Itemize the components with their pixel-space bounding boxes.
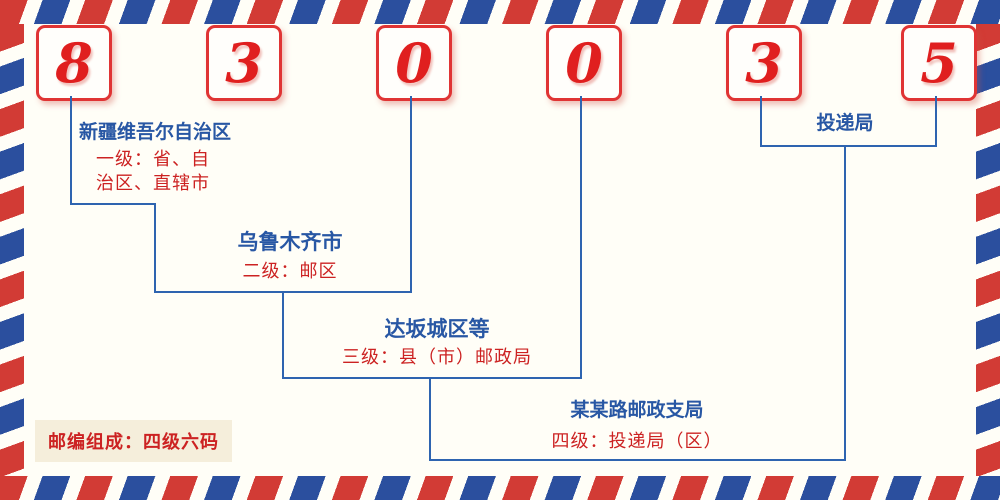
connector-line-digit6-down <box>935 96 937 147</box>
digit-5: 3 <box>745 31 783 95</box>
level3-desc: 三级：县（市）邮政局 <box>342 347 532 367</box>
delivery-office-label: 投递局 <box>816 113 874 134</box>
connector-line-step-level1-2 <box>154 203 156 293</box>
connector-line-level1-under <box>70 203 156 205</box>
airmail-stripe-border-left <box>0 24 24 476</box>
level1-desc-line1: 一级：省、自 <box>96 149 210 169</box>
digit-4: 0 <box>565 31 603 95</box>
digit-box-1: 8 <box>36 25 112 101</box>
connector-line-step-level3-4 <box>429 377 431 461</box>
connector-line-delivery-under <box>760 145 937 147</box>
composition-note: 邮编组成：四级六码 <box>35 420 232 462</box>
airmail-stripe-border-right <box>976 24 1000 476</box>
airmail-stripe-border-top <box>0 0 1000 24</box>
airmail-stripe-border-bottom <box>0 476 1000 500</box>
level4-desc: 四级：投递局（区） <box>551 431 723 451</box>
digit-box-5: 3 <box>726 25 802 101</box>
level1-region-name: 新疆维吾尔自治区 <box>78 122 232 143</box>
connector-line-level3-under <box>282 377 582 379</box>
connector-line-digit1-down <box>70 96 72 205</box>
connector-line-digit5-down <box>760 96 762 147</box>
digit-box-6: 5 <box>901 25 977 101</box>
digit-box-4: 0 <box>546 25 622 101</box>
digit-3: 0 <box>395 31 433 95</box>
level4-branch-name: 某某路邮政支局 <box>570 400 704 421</box>
digit-1: 8 <box>55 31 93 95</box>
level1-desc-line2: 治区、直辖市 <box>96 173 210 193</box>
level2-desc: 二级：邮区 <box>242 261 338 281</box>
level3-district-name: 达坂城区等 <box>384 318 490 341</box>
digit-6: 5 <box>920 31 958 95</box>
level2-city-name: 乌鲁木齐市 <box>237 231 343 254</box>
connector-line-step-level2-3 <box>282 291 284 379</box>
connector-line-delivery-to-level4 <box>844 145 846 461</box>
digit-2: 3 <box>225 31 263 95</box>
connector-line-digit4-down <box>580 96 582 379</box>
connector-line-level4-under <box>429 459 846 461</box>
digit-box-2: 3 <box>206 25 282 101</box>
connector-line-digit3-down <box>410 96 412 293</box>
digit-box-3: 0 <box>376 25 452 101</box>
